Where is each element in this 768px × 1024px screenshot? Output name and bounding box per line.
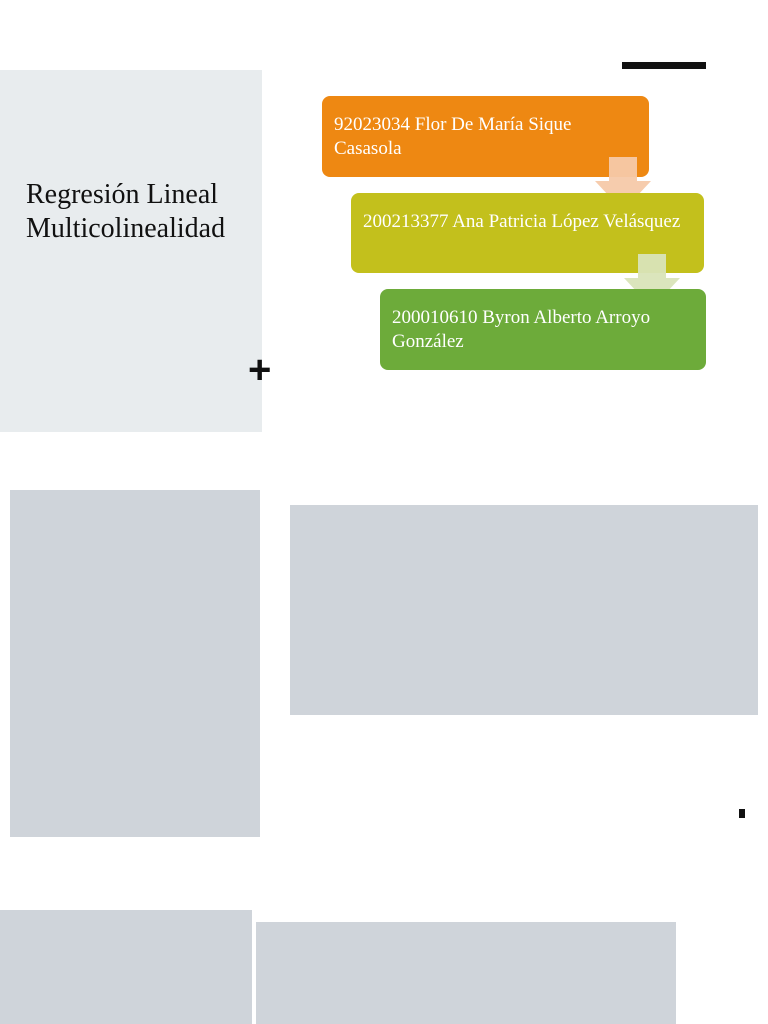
down-arrow-icon bbox=[595, 157, 651, 211]
slide-marker-dot bbox=[739, 809, 745, 818]
member-box-3: 200010610 Byron Alberto Arroyo González bbox=[380, 289, 706, 370]
decorative-bar bbox=[622, 62, 706, 69]
image-placeholder-data-table-2 bbox=[0, 910, 252, 1024]
title-line-1: Regresión Lineal bbox=[26, 179, 219, 210]
title-panel bbox=[0, 70, 262, 432]
down-arrow-icon bbox=[624, 254, 680, 308]
member-box-1: 92023034 Flor De María Sique Casasola bbox=[322, 96, 649, 177]
slide-title: Regresión Lineal Multicolinealidad bbox=[26, 178, 266, 246]
image-placeholder-data-table bbox=[10, 490, 260, 837]
image-placeholder-regression-output-2 bbox=[256, 922, 676, 1024]
image-placeholder-regression-output bbox=[290, 505, 758, 715]
title-line-2: Multicolinealidad bbox=[26, 213, 226, 244]
plus-symbol: + bbox=[248, 348, 272, 392]
